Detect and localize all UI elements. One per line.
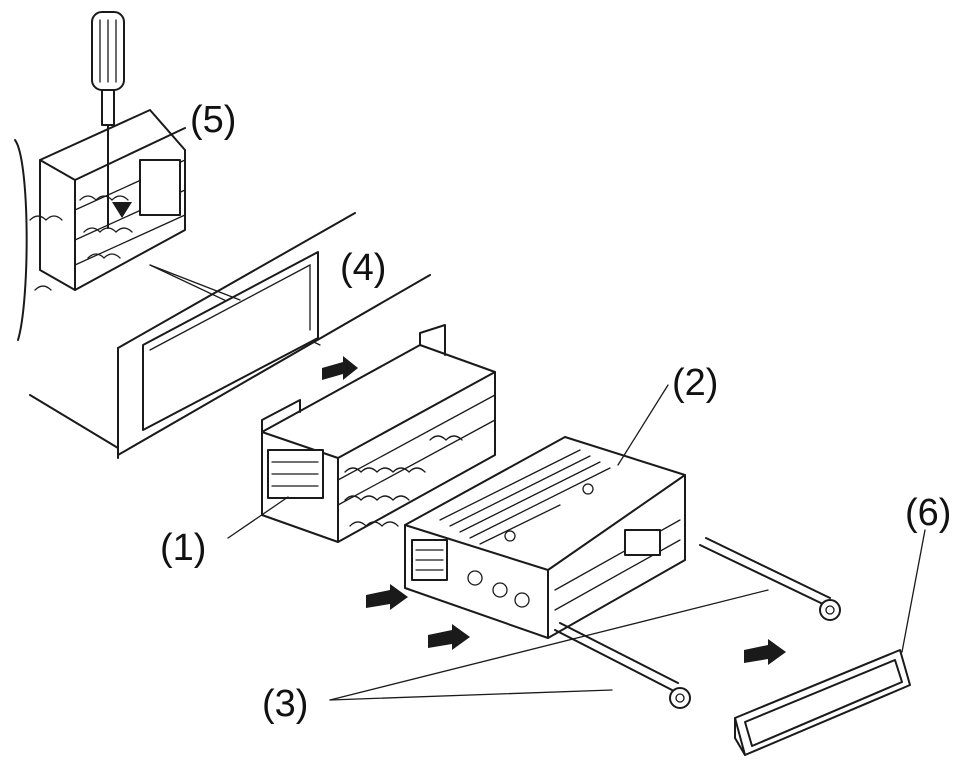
radio-unit — [404, 436, 686, 639]
arrow-icon — [744, 639, 786, 665]
trim-frame — [734, 649, 911, 756]
leader-lines — [227, 384, 926, 701]
detail-sleeve-bending — [14, 11, 186, 341]
arrow-icon — [322, 356, 358, 380]
label-4: (4) — [340, 247, 386, 289]
arrow-icon — [366, 584, 408, 610]
release-keys — [554, 537, 841, 709]
label-6: (6) — [905, 492, 951, 534]
label-1: (1) — [160, 527, 206, 569]
direction-arrows — [322, 356, 786, 665]
dashboard-panel — [29, 212, 431, 459]
arrow-icon — [428, 624, 470, 650]
label-5: (5) — [190, 99, 236, 141]
label-3: (3) — [262, 683, 308, 725]
label-2: (2) — [672, 362, 718, 404]
mounting-sleeve — [261, 324, 496, 543]
